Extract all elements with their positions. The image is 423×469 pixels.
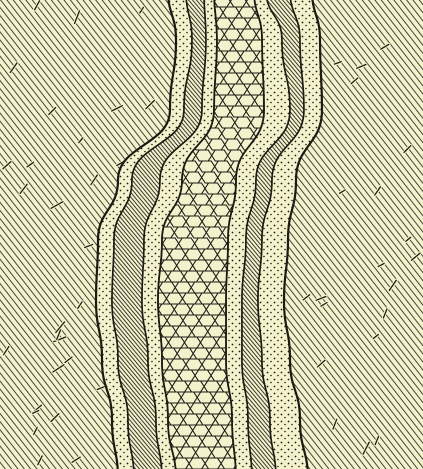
vein-cross-section-figure <box>0 0 423 469</box>
vein-diagram-canvas <box>0 0 423 469</box>
